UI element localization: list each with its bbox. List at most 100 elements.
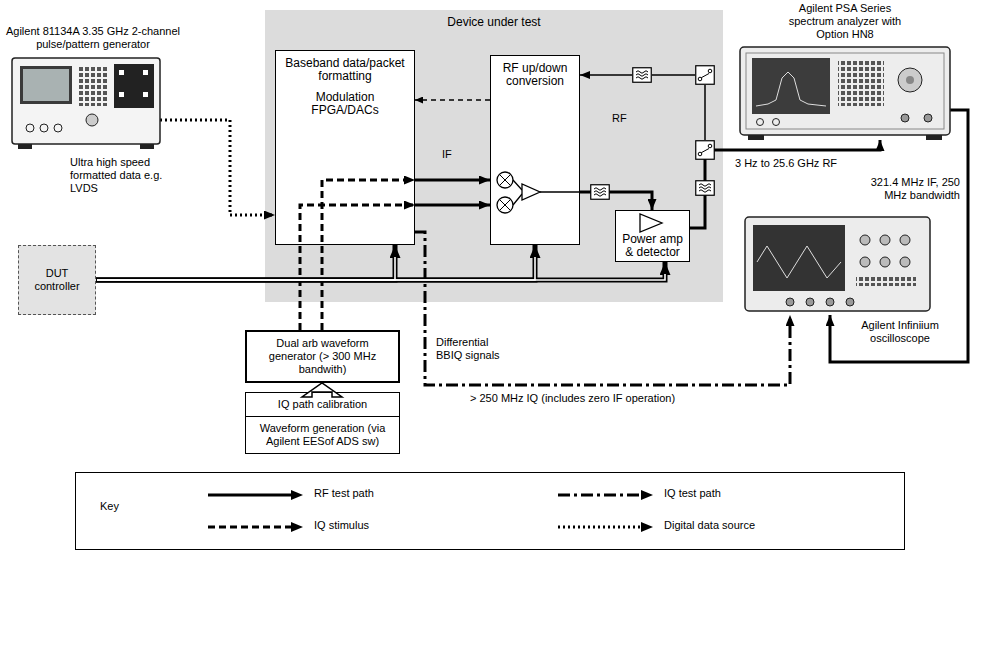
key-sample bbox=[556, 488, 654, 502]
knob bbox=[900, 235, 910, 245]
annotation-label: Key bbox=[100, 500, 140, 513]
button-row bbox=[856, 276, 916, 286]
knob bbox=[860, 257, 870, 267]
connector bbox=[415, 99, 490, 101]
knob bbox=[880, 235, 890, 245]
foot bbox=[926, 135, 942, 140]
output-module bbox=[114, 64, 154, 108]
connector bbox=[119, 92, 124, 97]
annotation-label: 3 Hz to 25.6 GHz RF bbox=[735, 157, 865, 170]
bus-core bbox=[97, 257, 395, 280]
annotation-label: Ultra high speed formatted data e.g. LVD… bbox=[70, 156, 174, 195]
key-arrowhead bbox=[291, 522, 303, 532]
key-entry: Digital data source bbox=[556, 519, 647, 535]
bus-core bbox=[97, 257, 535, 280]
instrument-label: Agilent 81134A 3.35 GHz 2-channel pulse/… bbox=[4, 25, 182, 51]
connector bbox=[300, 205, 415, 330]
connector bbox=[690, 140, 880, 228]
connector bbox=[143, 70, 148, 75]
foot bbox=[748, 135, 764, 140]
receive-wire bbox=[652, 74, 695, 76]
key-line bbox=[558, 494, 642, 497]
mixer-symbol bbox=[500, 200, 511, 211]
waveform-trace bbox=[757, 246, 841, 278]
internal-wire bbox=[513, 180, 580, 205]
key-sample bbox=[206, 488, 304, 502]
instrument-body bbox=[12, 58, 160, 144]
front-frame bbox=[746, 53, 944, 129]
filter-symbol bbox=[633, 68, 652, 83]
annotation-label: Differential BBIQ signals bbox=[436, 336, 510, 362]
block-label: Device under test bbox=[265, 16, 723, 29]
block-label: Waveform generation (via Agilent EESof A… bbox=[252, 422, 393, 448]
foot bbox=[140, 144, 154, 149]
rf-chain-drawing bbox=[497, 66, 714, 232]
instrument-screen bbox=[753, 225, 845, 291]
connector bbox=[415, 232, 790, 385]
key-sample bbox=[206, 520, 304, 534]
calibration-box: IQ path calibration bbox=[245, 392, 400, 417]
connector bbox=[415, 179, 490, 182]
connector bbox=[143, 92, 148, 97]
instrument-body bbox=[740, 47, 950, 135]
connector bbox=[96, 262, 665, 280]
connector bbox=[54, 124, 62, 132]
key-label: IQ stimulus bbox=[314, 519, 369, 532]
keypad bbox=[78, 66, 108, 106]
arb-generator-box: Dual arb waveform generator (> 300 MHz b… bbox=[245, 330, 400, 383]
input-connector bbox=[846, 298, 854, 306]
key-label: IQ test path bbox=[664, 487, 721, 500]
knob bbox=[86, 114, 98, 126]
spectrum-analyzer-drawing bbox=[740, 47, 950, 140]
filter-symbol bbox=[591, 185, 610, 200]
label-holder: 321.4 MHz IF, 250 MHz bandwidth bbox=[850, 176, 960, 202]
connector bbox=[901, 114, 909, 122]
connector bbox=[924, 114, 932, 122]
switch-symbol bbox=[696, 66, 715, 85]
connector bbox=[415, 204, 490, 207]
instrument-caption: Agilent Infiniium oscilloscope bbox=[845, 319, 955, 345]
input-connector bbox=[786, 298, 794, 306]
instrument-caption: Agilent 81134A 3.35 GHz 2-channel pulse/… bbox=[4, 25, 182, 51]
waveform-generation-box: Waveform generation (via Agilent EESof A… bbox=[245, 416, 400, 454]
instrument-screen bbox=[752, 58, 830, 114]
key-entry: RF test path bbox=[206, 487, 266, 503]
knob bbox=[906, 76, 914, 84]
knob bbox=[898, 68, 922, 92]
annotation-label: RF bbox=[612, 112, 638, 125]
instrument-label: Agilent PSA Series spectrum analyzer wit… bbox=[780, 2, 910, 41]
key-arrowhead bbox=[641, 490, 653, 500]
instrument-screen bbox=[20, 66, 72, 104]
knob bbox=[880, 257, 890, 267]
instrument-caption: Agilent PSA Series spectrum analyzer wit… bbox=[780, 2, 910, 41]
key-arrowhead bbox=[641, 522, 653, 532]
spectrum-trace bbox=[756, 72, 826, 106]
annotation-label: IF bbox=[442, 148, 468, 161]
label-holder: Ultra high speed formatted data e.g. LVD… bbox=[70, 156, 174, 195]
power-amp-block: Power amp & detector bbox=[615, 210, 690, 262]
amplifier-symbol bbox=[522, 184, 540, 200]
switch-symbol bbox=[696, 141, 715, 160]
label-holder: Differential BBIQ signals bbox=[436, 336, 510, 362]
filter-symbol bbox=[696, 181, 715, 196]
input-connector bbox=[806, 298, 814, 306]
block-label: Modulation FPGA/DACs bbox=[282, 91, 408, 117]
key-box: RF test path IQ test path IQ stimulus Digit… bbox=[75, 472, 905, 550]
foot bbox=[18, 144, 32, 149]
mixer-symbol bbox=[500, 175, 511, 186]
pulse-generator-drawing bbox=[12, 58, 160, 149]
label-holder: RF bbox=[612, 112, 638, 125]
block-label: IQ path calibration bbox=[252, 398, 393, 411]
receive-wire bbox=[580, 74, 632, 76]
key-line bbox=[208, 526, 292, 529]
connector bbox=[40, 124, 48, 132]
keypad bbox=[838, 60, 884, 106]
connector bbox=[160, 120, 275, 215]
annotation-label: > 250 MHz IQ (includes zero IF operation… bbox=[470, 392, 770, 405]
input-connector bbox=[826, 298, 834, 306]
connector bbox=[773, 119, 780, 126]
connector bbox=[26, 124, 34, 132]
connector bbox=[96, 245, 535, 280]
label-holder: 3 Hz to 25.6 GHz RF bbox=[735, 157, 865, 170]
